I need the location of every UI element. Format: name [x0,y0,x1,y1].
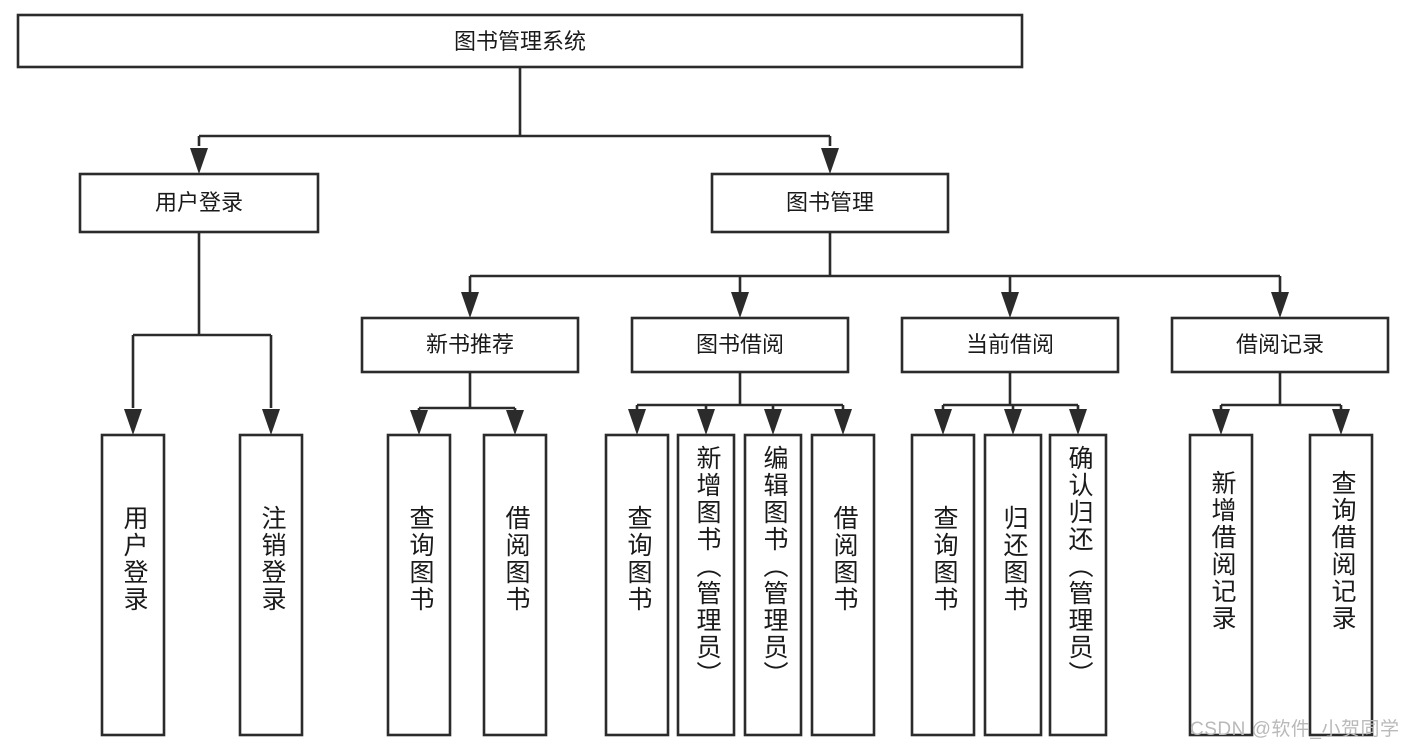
arrow-head-to-new-book-recommend [461,292,479,318]
node-root-label: 图书管理系统 [454,29,586,54]
arrow-head-to-logout-leaf [262,409,280,435]
leaf-box-borrowrecord-add[interactable] [1188,433,1254,737]
node-borrow-record[interactable]: 借阅记录 [1170,316,1390,374]
connector-newbook-to-leaves-bus [417,372,517,412]
leaf-box-newbook-borrow[interactable] [482,433,548,737]
node-current-borrow[interactable]: 当前借阅 [900,316,1120,374]
leaf-box-logout[interactable] [238,433,304,737]
node-user-login-box[interactable] [78,172,320,234]
arrow-head-newbook-borrow [506,410,524,435]
node-book-manage-box[interactable] [710,172,950,234]
node-root-box[interactable] [16,13,1024,69]
node-book-borrow-label: 图书借阅 [696,332,784,357]
connector-root-to-level1-bus [197,67,832,146]
leaf-boxes-group [100,433,1374,737]
leaf-box-newbook-query[interactable] [386,433,452,737]
arrow-head-currentborrow-query [934,409,952,435]
arrow-head-to-current-borrow [1001,292,1019,318]
node-user-login[interactable]: 用户登录 [78,172,320,234]
leaf-box-borrowrecord-query[interactable] [1308,433,1374,737]
node-borrow-record-label: 借阅记录 [1236,332,1324,357]
connector-currentborrow-to-leaves-bus [941,372,1080,410]
arrow-head-bookborrow-query [628,409,646,435]
arrow-head-bookborrow-borrow [834,409,852,435]
node-root[interactable]: 图书管理系统 [16,13,1024,69]
node-borrow-record-box[interactable] [1170,316,1390,374]
node-book-manage-label: 图书管理 [786,190,874,215]
leaf-box-currentborrow-query[interactable] [910,433,976,737]
leaf-box-currentborrow-return[interactable] [983,433,1043,737]
arrow-head-to-borrow-record [1271,292,1289,318]
leaf-box-bookborrow-add[interactable] [676,433,736,737]
node-book-manage[interactable]: 图书管理 [710,172,950,234]
csdn-watermark: CSDN @软件_小贺同学 [1190,719,1400,740]
arrow-head-bookborrow-edit [764,409,782,435]
arrow-head-bookborrow-add [697,409,715,435]
node-user-login-label: 用户登录 [155,190,243,215]
node-new-book-recommend-label: 新书推荐 [426,332,514,357]
node-current-borrow-label: 当前借阅 [966,332,1054,357]
arrow-head-currentborrow-confirm [1069,409,1087,435]
node-new-book-recommend[interactable]: 新书推荐 [360,316,580,374]
node-new-book-recommend-box[interactable] [360,316,580,374]
arrow-head-currentborrow-return [1004,409,1022,435]
arrow-head-borrowrecord-add [1212,409,1230,435]
arrow-head-to-user-login-leaf [124,409,142,435]
node-book-borrow-box[interactable] [630,316,850,374]
connector-userlogin-to-leaves-bus [131,232,273,408]
leaf-box-bookborrow-edit[interactable] [743,433,803,737]
leaf-box-bookborrow-query[interactable] [604,433,670,737]
arrow-head-to-user-login [190,148,208,174]
leaf-box-currentborrow-confirm[interactable] [1048,433,1108,737]
arrow-head-newbook-query [410,410,428,435]
connector-borrowrecord-to-leaves-bus [1219,372,1343,410]
leaf-box-bookborrow-borrow[interactable] [810,433,876,737]
connector-bookmanage-to-level2-bus [468,232,1282,292]
arrow-head-to-book-manage [821,148,839,174]
node-current-borrow-box[interactable] [900,316,1120,374]
arrow-head-borrowrecord-query [1332,409,1350,435]
arrow-head-to-book-borrow [731,292,749,318]
leaf-box-user-login[interactable] [100,433,166,737]
node-book-borrow[interactable]: 图书借阅 [630,316,850,374]
connectors-group [124,67,1350,435]
connector-bookborrow-to-leaves-bus [635,372,845,410]
